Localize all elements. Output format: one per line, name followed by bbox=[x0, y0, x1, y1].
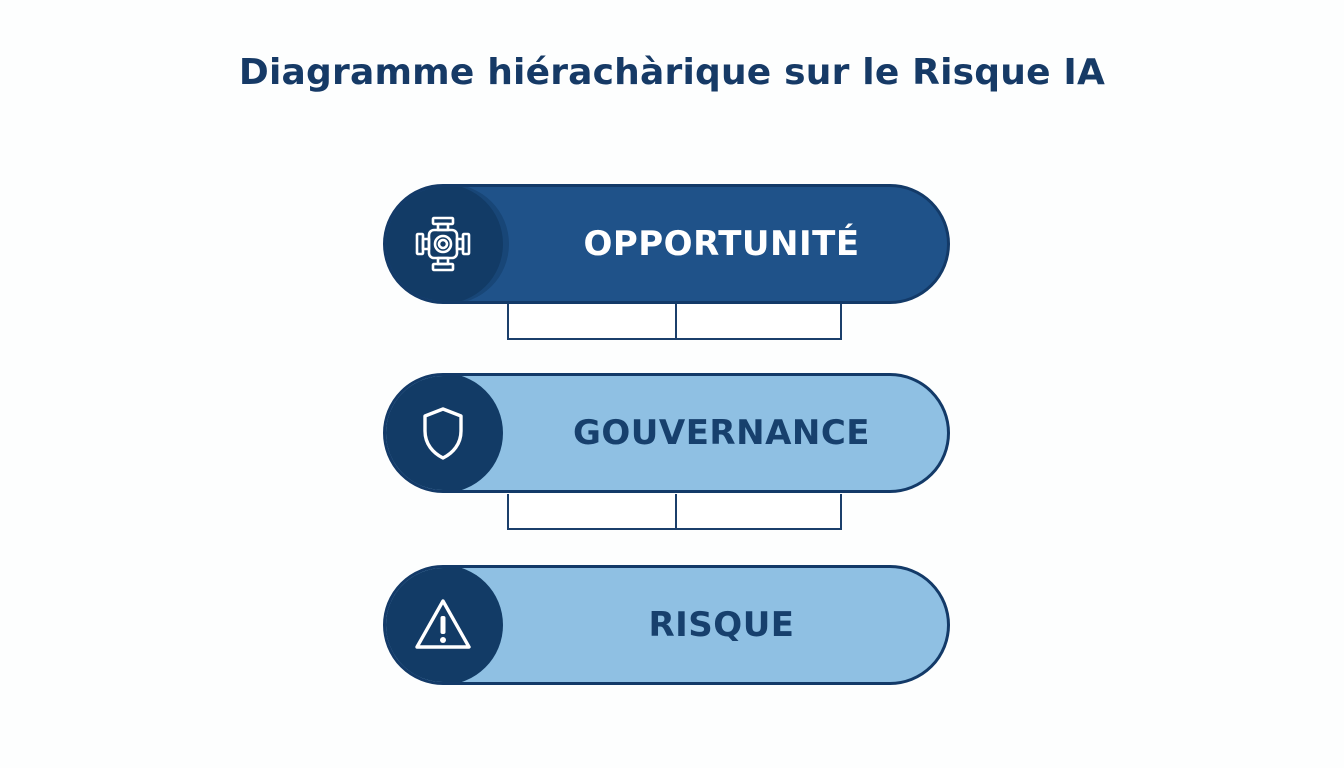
icon-badge-risque bbox=[386, 568, 503, 682]
connector-divider-2 bbox=[675, 494, 677, 528]
level-label-risque: RISQUE bbox=[648, 605, 795, 645]
level-label-gouvernance: GOUVERNANCE bbox=[572, 413, 871, 453]
connector-bracket-1 bbox=[507, 304, 842, 340]
warning-triangle-icon bbox=[415, 599, 471, 649]
connector-bracket-2 bbox=[507, 494, 842, 530]
icon-badge-gouvernance bbox=[386, 376, 503, 490]
level-label-opportunite: OPPORTUNITÉ bbox=[583, 224, 860, 264]
page-title: Diagramme hiérachàrique sur le Risque IA bbox=[238, 52, 1106, 93]
level-gouvernance: GOUVERNANCE bbox=[383, 373, 950, 493]
gear-valve-icon bbox=[415, 216, 471, 272]
connector-divider-1 bbox=[675, 304, 677, 338]
shield-icon bbox=[423, 407, 463, 460]
level-opportunite: OPPORTUNITÉ bbox=[383, 184, 950, 304]
level-risque: RISQUE bbox=[383, 565, 950, 685]
icon-badge-opportunite bbox=[386, 187, 503, 301]
